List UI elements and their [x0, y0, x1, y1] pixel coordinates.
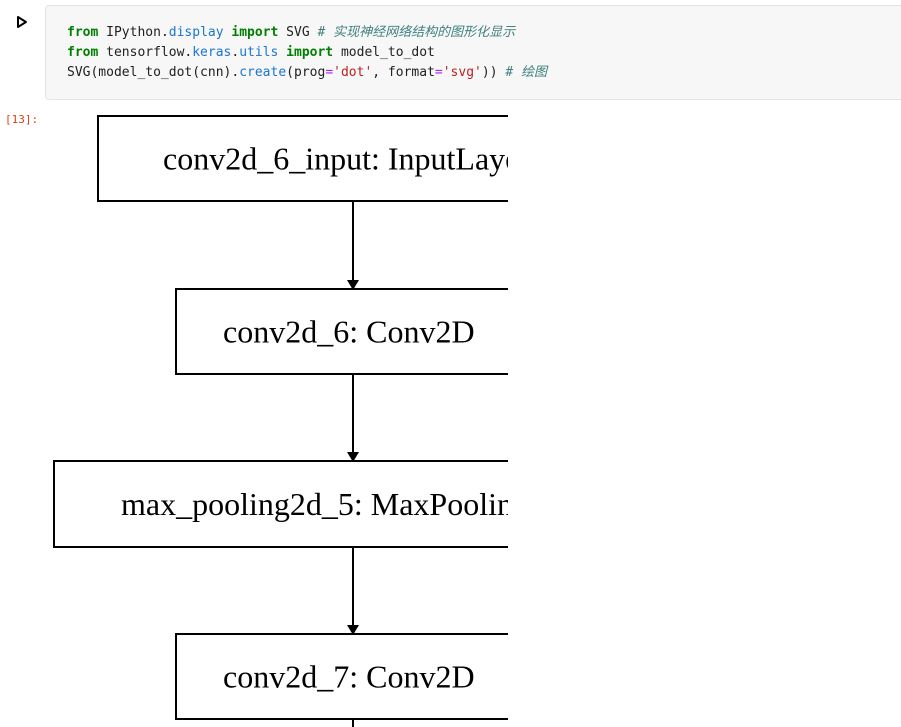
- code-token: tensorflow: [98, 45, 185, 60]
- graph-node: max_pooling2d_5: MaxPooling2D: [53, 460, 508, 548]
- graph-node-box: [175, 288, 508, 375]
- code-token: SVG: [278, 25, 318, 40]
- code-token: .: [160, 25, 169, 40]
- graph-node: conv2d_6: Conv2D: [175, 288, 508, 375]
- graph-node-box: [175, 633, 508, 720]
- graph-node: conv2d_6_input: InputLayer: [97, 115, 508, 202]
- code-line: from IPython.display import SVG # 实现神经网络…: [67, 25, 515, 40]
- code-token: keras: [192, 45, 232, 60]
- code-token: 'svg': [442, 65, 482, 80]
- code-token: from: [67, 25, 99, 40]
- code-token: create: [239, 65, 287, 80]
- graph-node-box: [97, 115, 508, 202]
- run-cell-button[interactable]: [10, 10, 34, 34]
- code-cell-editor[interactable]: from IPython.display import SVG # 实现神经网络…: [45, 5, 901, 100]
- cell-output: conv2d_6_input: InputLayer conv2d_6: Conv…: [40, 108, 508, 727]
- graph-node-label: conv2d_6_input: InputLayer: [163, 141, 508, 177]
- model-graph: conv2d_6_input: InputLayer conv2d_6: Conv…: [53, 115, 508, 727]
- code-token: IPython: [98, 25, 161, 40]
- code-token: .: [231, 45, 240, 60]
- code-token: .: [231, 65, 240, 80]
- code-token: # 实现神经网络结构的图形化显示: [317, 25, 516, 40]
- code-token: # 绘图: [505, 65, 548, 80]
- code-token: =: [434, 65, 443, 80]
- graph-node-label: conv2d_7: Conv2D: [223, 659, 475, 695]
- code-token: )): [481, 65, 506, 80]
- code-token: import: [231, 25, 279, 40]
- graph-node: conv2d_7: Conv2D: [175, 633, 508, 720]
- code-token: 'dot': [333, 65, 373, 80]
- code-token: import: [286, 45, 334, 60]
- code-line: SVG(model_to_dot(cnn).create(prog='dot',…: [67, 65, 547, 80]
- graph-node-box: [53, 460, 508, 548]
- code-token: (prog: [286, 65, 326, 80]
- code-token: , format: [372, 65, 435, 80]
- code-token: display: [168, 25, 224, 40]
- code-line: from tensorflow.keras.utils import model…: [67, 45, 435, 60]
- code-token: [278, 45, 286, 60]
- code-token: =: [325, 65, 334, 80]
- code-content[interactable]: from IPython.display import SVG # 实现神经网络…: [67, 23, 547, 83]
- execution-count: [13]:: [5, 113, 39, 126]
- code-token: model_to_dot: [333, 45, 435, 60]
- code-token: .: [184, 45, 193, 60]
- graph-node-label: conv2d_6: Conv2D: [223, 314, 475, 350]
- code-token: utils: [239, 45, 279, 60]
- play-icon: [16, 15, 28, 29]
- code-token: from: [67, 45, 99, 60]
- graph-node-label: max_pooling2d_5: MaxPooling2D: [121, 486, 508, 522]
- code-token: SVG(model_to_dot(cnn): [67, 65, 232, 80]
